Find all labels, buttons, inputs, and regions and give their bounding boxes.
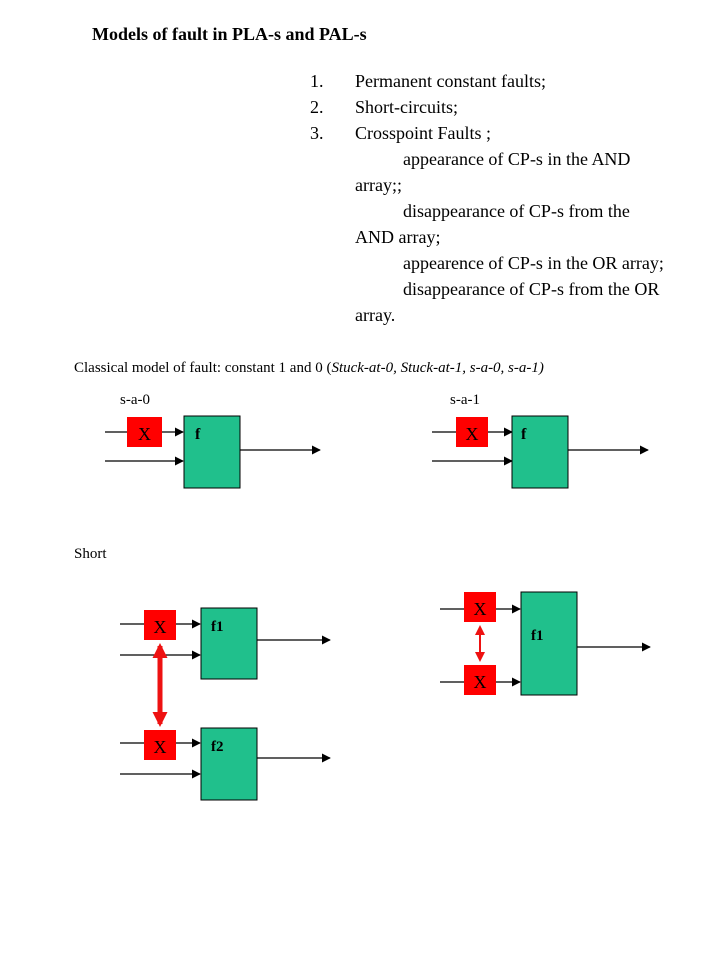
list-item-short-circuits: 2. Short-circuits; xyxy=(310,94,670,120)
sublist-item: disappearance of CP-s from the OR array. xyxy=(355,279,660,325)
list-item-text: Crosspoint Faults ; xyxy=(355,123,492,143)
list-number: 3. xyxy=(310,123,324,143)
page-title: Models of fault in PLA-s and PAL-s xyxy=(92,24,367,44)
fault-marker xyxy=(456,417,488,447)
gate-block xyxy=(183,415,241,489)
gate-label: f1 xyxy=(531,628,544,644)
list-item-crosspoint: 3. Crosspoint Faults ; appearance of CP-… xyxy=(310,120,670,328)
classical-model-caption: Classical model of fault: constant 1 and… xyxy=(74,360,544,377)
fault-marker xyxy=(144,730,176,760)
fault-x-label: X xyxy=(154,617,167,637)
short-single-gate-diagram: X X f1 xyxy=(440,591,651,696)
stuck-at-1-diagram: X f xyxy=(432,415,649,489)
fault-marker xyxy=(464,665,496,695)
sublist-item: appearence of CP-s in the OR array; xyxy=(403,253,664,273)
gate-block xyxy=(520,591,578,696)
gate-label: f1 xyxy=(211,619,224,635)
list-number: 2. xyxy=(310,97,324,117)
fault-x-label: X xyxy=(474,672,487,692)
short-label: Short xyxy=(74,546,107,562)
fault-marker xyxy=(144,610,176,640)
sublist-item: disappearance of CP-s from the AND array… xyxy=(355,201,630,247)
fault-x-label: X xyxy=(138,424,151,444)
fault-model-list: 1. Permanent constant faults; 2. Short-c… xyxy=(310,68,670,328)
fault-x-label: X xyxy=(474,599,487,619)
gate-label: f2 xyxy=(211,739,224,755)
list-item-permanent: 1. Permanent constant faults; xyxy=(310,68,670,94)
sublist-item: appearance of CP-s in the AND array;; xyxy=(355,149,631,195)
fault-marker xyxy=(464,592,496,622)
gate-block xyxy=(200,727,258,801)
stuck-at-0-diagram: X f xyxy=(105,415,321,489)
list-item-text: Short-circuits; xyxy=(355,97,458,117)
gate-block xyxy=(200,607,258,680)
fault-x-label: X xyxy=(154,737,167,757)
gate-block xyxy=(511,415,569,489)
caption-prefix: Classical model of fault: constant 1 and… xyxy=(74,360,332,376)
short-two-gates-diagram: X f1 X f2 xyxy=(120,607,331,801)
gate-label: f xyxy=(195,426,201,443)
stuck-at-0-label: s-a-0 xyxy=(120,392,150,408)
fault-marker xyxy=(127,417,162,447)
list-number: 1. xyxy=(310,71,324,91)
stuck-at-1-label: s-a-1 xyxy=(450,392,480,408)
fault-x-label: X xyxy=(466,424,479,444)
gate-label: f xyxy=(521,426,527,443)
list-item-text: Permanent constant faults; xyxy=(355,71,546,91)
caption-italic: Stuck-at-0, Stuck-at-1, s-a-0, s-a-1) xyxy=(331,360,544,376)
